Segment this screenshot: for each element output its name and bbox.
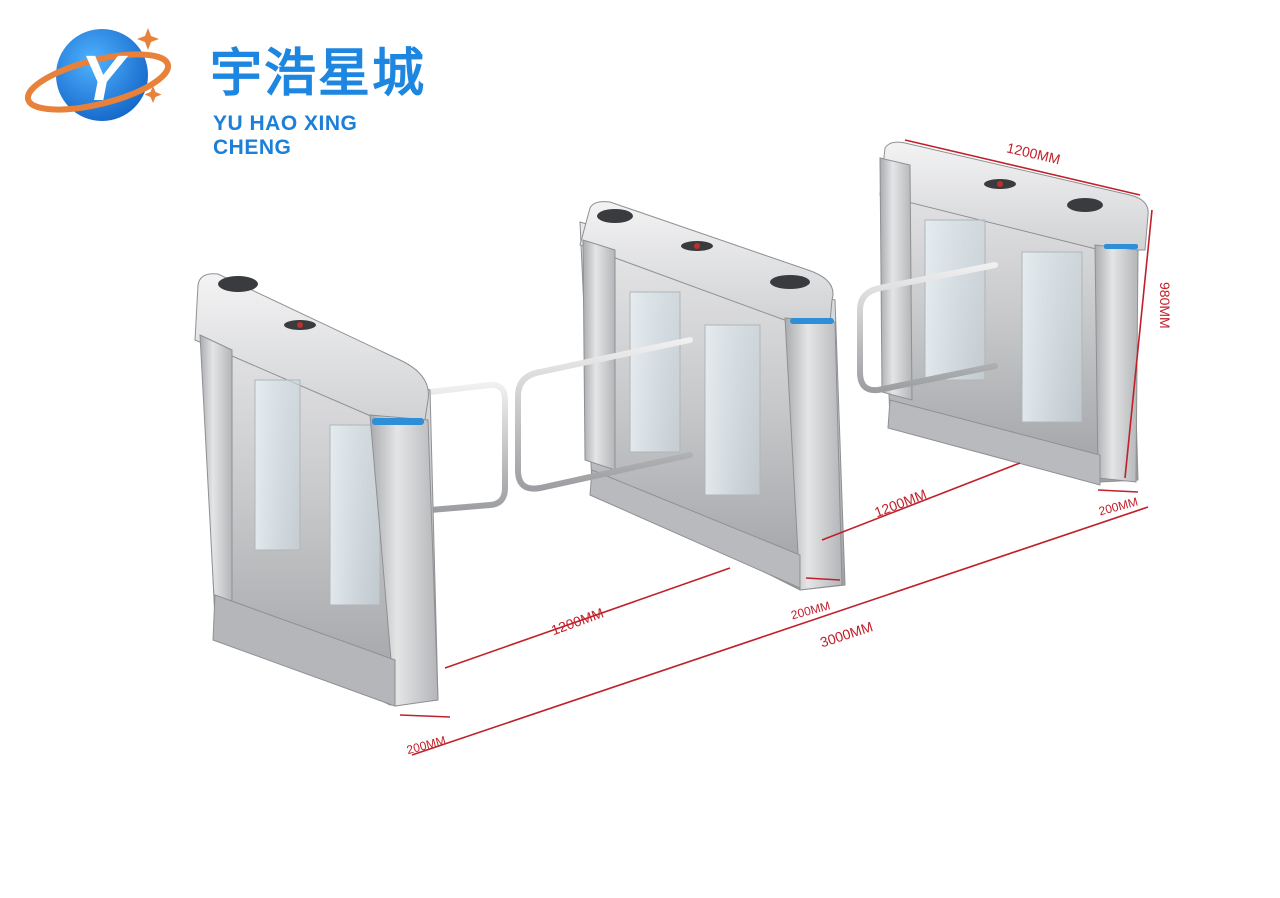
dim-base-middle: 200MM [789,599,831,623]
swing-gate-right [857,262,998,394]
card-reader-icon [1067,198,1103,212]
dim-height: 980MM [1157,282,1173,329]
indicator-light [790,318,834,324]
indicator-light [372,418,424,425]
indicator-light [1104,244,1138,249]
card-reader-icon [597,209,633,223]
dim-top-width: 1200MM [1005,139,1062,167]
logo-letter: Y [81,42,129,114]
dim-base-left: 200MM [405,733,447,757]
cabinet-right [879,141,1149,486]
brand-name-en: YU HAO XING CHENG [213,112,358,159]
brand-name-cn: 宇浩星城 [210,44,427,104]
dim-base-right: 200MM [1097,495,1139,519]
dim-lane-left: 1200MM [549,604,606,638]
swing-gate-left [427,337,693,513]
dim-lane-right: 1200MM [872,486,929,520]
cabinet-middle [579,201,846,591]
brand-logo: Y 宇浩星城 YU HAO XING CHENG [20,20,440,159]
dim-total-length: 3000MM [818,618,875,650]
card-reader-icon [218,276,258,292]
logo-mark-icon: Y [24,28,172,121]
cabinet-left [194,273,439,707]
dimension-lines [399,139,1153,756]
